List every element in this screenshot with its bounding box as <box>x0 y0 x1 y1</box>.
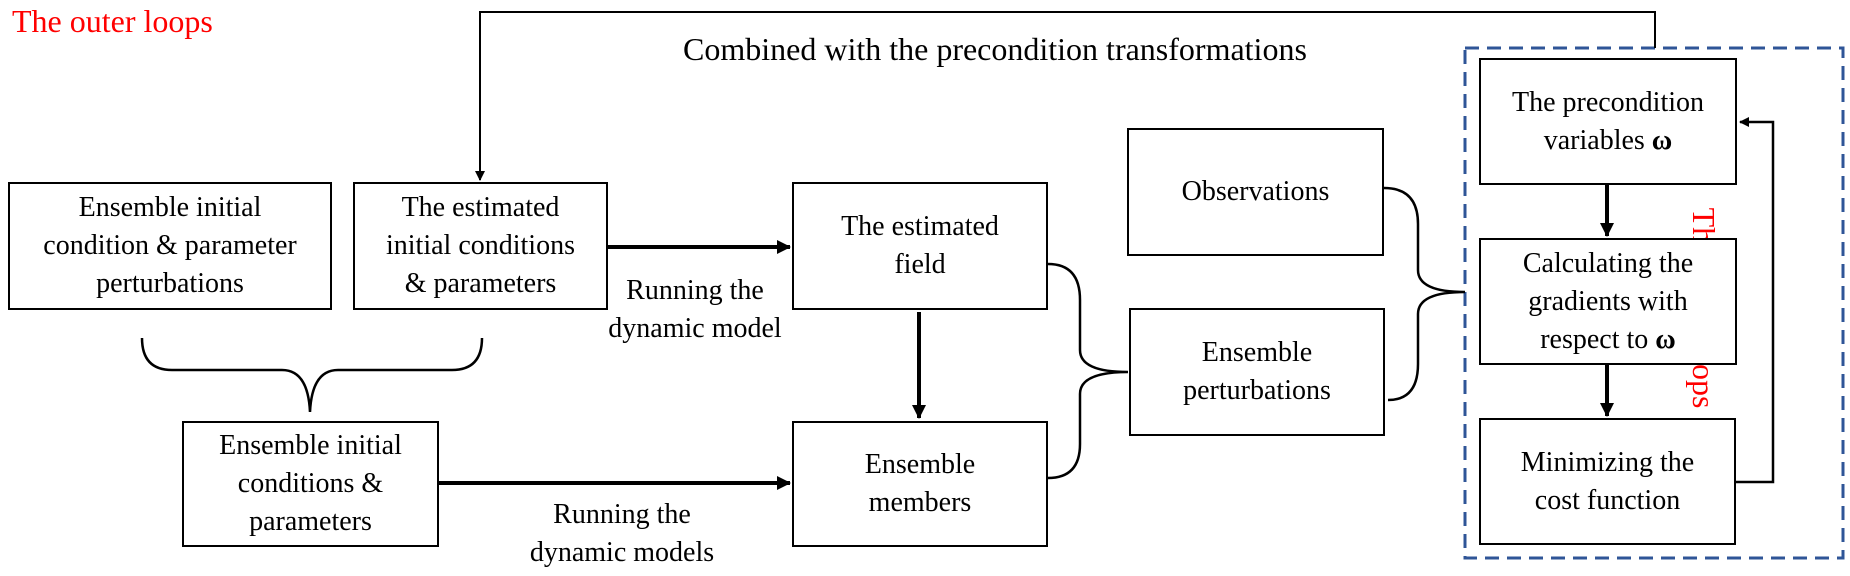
box-observations: Observations <box>1127 128 1384 256</box>
box-line-text: respect to <box>1540 323 1649 355</box>
box-ensemble-members: Ensemble members <box>792 421 1048 547</box>
box-line: respect to ω <box>1540 321 1676 359</box>
box-line: field <box>894 249 946 280</box>
box-ensemble-perturbations: Ensemble perturbations <box>1129 308 1385 436</box>
brace-right <box>1383 186 1466 402</box>
box-line: variables ω <box>1544 122 1673 160</box>
box-line: & parameters <box>404 268 557 299</box>
box-line: Minimizing the <box>1520 446 1695 478</box>
box-line: members <box>868 487 972 518</box>
running-model-line1: Running the <box>626 275 764 306</box>
box-line: The precondition <box>1511 86 1705 118</box>
inner-loop-line <box>1736 117 1775 484</box>
box-line: Observations <box>1181 176 1330 207</box>
box-calculating-gradients: Calculating the gradients with respect t… <box>1479 238 1737 365</box>
omega-symbol: ω <box>1655 323 1676 355</box>
box-line: perturbations <box>1183 375 1331 406</box>
box-ensemble-initial-conditions: Ensemble initial conditions & parameters <box>182 421 439 547</box>
running-models-line1: Running the <box>553 499 691 530</box>
box-line: cost function <box>1534 484 1681 516</box>
box-ensemble-initial-perturbations: Ensemble initial condition & parameter p… <box>8 182 332 310</box>
brace-left <box>140 337 484 413</box>
box-minimizing-cost: Minimizing the cost function <box>1479 418 1736 545</box>
box-line: Calculating the <box>1522 247 1694 279</box>
box-estimated-field: The estimated field <box>792 182 1048 310</box>
box-line: Ensemble initial <box>219 430 402 461</box>
box-estimated-initial-conditions: The estimated initial conditions & param… <box>353 182 608 310</box>
box-line: perturbations <box>96 268 244 299</box>
outer-loops-label: The outer loops <box>12 3 213 39</box>
box-line: parameters <box>249 506 372 537</box>
brace-middle <box>1047 262 1129 480</box>
running-model-line2: dynamic model <box>608 313 782 344</box>
omega-symbol: ω <box>1651 124 1673 156</box>
box-line: Ensemble <box>864 449 976 480</box>
combined-label: Combined with the precondition transform… <box>683 31 1307 67</box>
box-line: gradients with <box>1528 285 1688 317</box>
box-line: conditions & <box>237 468 384 499</box>
box-line: The estimated <box>401 192 560 223</box>
box-line: condition & parameter <box>43 230 297 261</box>
box-precondition-variables: The precondition variables ω <box>1479 58 1737 185</box>
running-models-line2: dynamic models <box>529 537 715 568</box>
running-model-label: Running the dynamic model <box>590 272 800 348</box>
box-line: The estimated <box>841 211 999 242</box>
running-models-label: Running the dynamic models <box>512 496 732 572</box>
box-line: Ensemble <box>1201 337 1313 368</box>
outer-loop-line <box>475 11 1656 181</box>
box-line-text: variables <box>1543 124 1645 156</box>
box-line: initial conditions <box>386 230 575 261</box>
box-line: Ensemble initial <box>78 192 262 223</box>
